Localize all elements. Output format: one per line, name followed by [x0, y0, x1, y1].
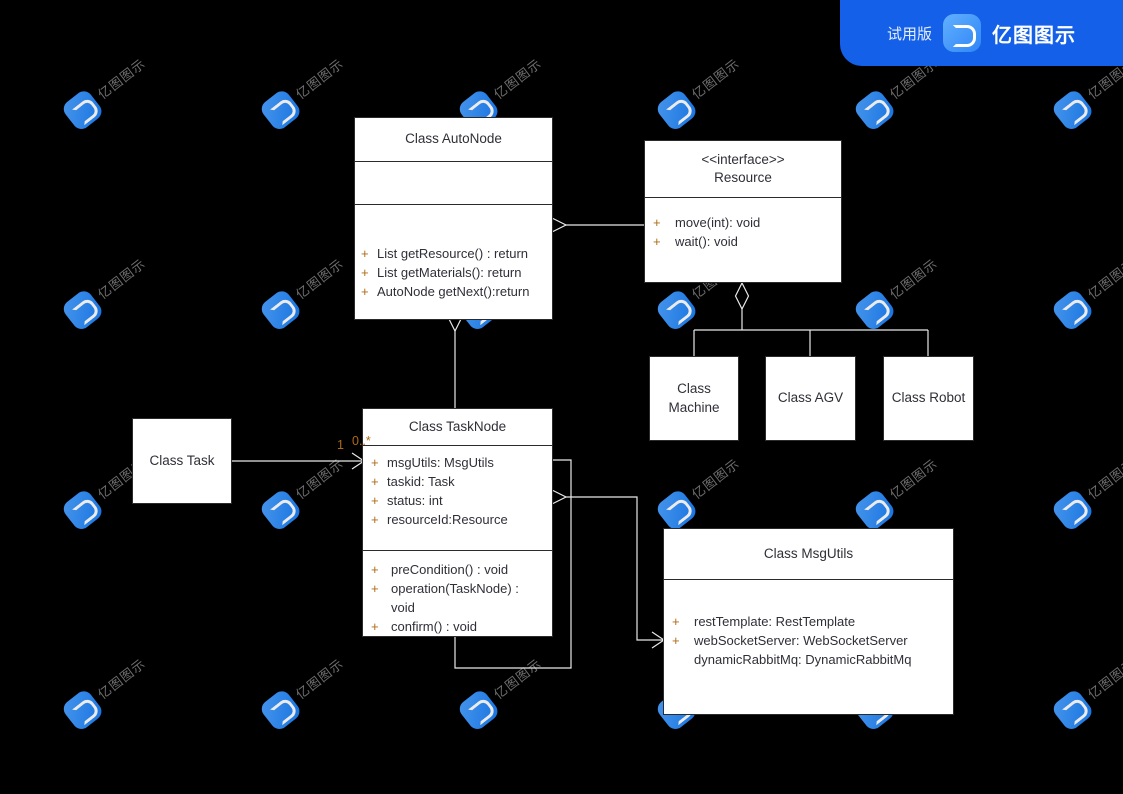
class-title-agv: Class AGV — [777, 390, 844, 406]
method-row: + operation(TaskNode) : void — [371, 580, 546, 618]
class-title-machine: Class Machine — [668, 380, 720, 415]
attribute-label: webSocketServer: WebSocketServer — [694, 632, 908, 648]
visibility-marker: + — [371, 473, 379, 489]
class-title-agv-wrap: Class AGV — [766, 357, 855, 440]
attribute-label: dynamicRabbitMq: DynamicRabbitMq — [694, 651, 912, 667]
class-box-resource[interactable]: <<interface>> Resource + move(int): void… — [644, 140, 842, 283]
visibility-marker: + — [371, 562, 379, 577]
visibility-marker — [672, 651, 694, 670]
class-methods-auto-node: + List getResource() : return + List get… — [355, 204, 552, 321]
attribute-row: + webSocketServer: WebSocketServer — [672, 632, 953, 651]
method-label: AutoNode getNext():return — [377, 283, 530, 299]
edge-label-task-target: 0..* — [352, 434, 371, 448]
visibility-marker: + — [361, 246, 369, 261]
attribute-label: taskid: Task — [387, 473, 455, 489]
attribute-label: resourceId:Resource — [387, 511, 508, 527]
attribute-label: status: int — [387, 492, 443, 508]
visibility-marker: + — [371, 618, 379, 634]
class-attributes-msg-utils: + restTemplate: RestTemplate + webSocket… — [664, 579, 953, 714]
attribute-row: + status: int — [371, 492, 552, 511]
method-label: operation(TaskNode) : void — [391, 580, 519, 615]
class-header-resource: <<interface>> Resource — [645, 141, 841, 197]
trial-label: 试用版 — [886, 24, 932, 43]
trial-banner[interactable]: 试用版 亿图图示 — [840, 0, 1123, 66]
visibility-marker: + — [361, 283, 369, 299]
attribute-label: msgUtils: MsgUtils — [387, 455, 494, 470]
method-row: + List getMaterials(): return — [361, 264, 552, 283]
class-title-task-wrap: Class Task — [133, 419, 231, 503]
class-attributes-auto-node — [355, 161, 552, 204]
visibility-marker: + — [371, 455, 379, 470]
method-label: wait(): void — [675, 233, 738, 249]
class-box-msg-utils[interactable]: Class MsgUtils + restTemplate: RestTempl… — [663, 528, 954, 715]
method-row: + confirm() : void — [371, 618, 546, 637]
attribute-row: + taskid: Task — [371, 473, 552, 492]
method-row: + preCondition() : void — [371, 561, 546, 580]
class-title-msg-utils: Class MsgUtils — [763, 545, 854, 561]
method-label: confirm() : void — [391, 618, 477, 634]
visibility-marker: + — [361, 264, 369, 280]
attribute-row: + msgUtils: MsgUtils — [371, 454, 552, 473]
visibility-marker: + — [371, 492, 379, 508]
method-row: + List getResource() : return — [361, 245, 552, 264]
attribute-row: dynamicRabbitMq: DynamicRabbitMq — [672, 651, 953, 670]
method-row: + move(int): void — [653, 214, 841, 233]
class-title-robot: Class Robot — [891, 390, 966, 406]
method-row: + wait(): void — [653, 233, 841, 252]
class-title-task-node: Class TaskNode — [408, 418, 507, 434]
class-methods-task-node: + preCondition() : void + operation(Task… — [363, 550, 552, 638]
class-box-agv[interactable]: Class AGV — [765, 356, 856, 441]
method-label: move(int): void — [675, 215, 761, 230]
method-label: List getMaterials(): return — [377, 264, 522, 280]
visibility-marker: + — [371, 511, 379, 527]
class-title-task: Class Task — [149, 452, 215, 468]
class-attributes-task-node: + msgUtils: MsgUtils + taskid: Task + st… — [363, 445, 552, 550]
attribute-row: + restTemplate: RestTemplate — [672, 613, 953, 632]
class-title-machine-wrap: Class Machine — [650, 357, 738, 440]
class-stereotype-resource: <<interface>> — [701, 151, 785, 167]
class-title-robot-wrap: Class Robot — [884, 357, 973, 440]
attribute-label: restTemplate: RestTemplate — [694, 614, 856, 629]
attribute-row: + resourceId:Resource — [371, 511, 552, 530]
method-row: + AutoNode getNext():return — [361, 283, 552, 302]
class-title-auto-node: Class AutoNode — [405, 131, 502, 147]
class-methods-resource: + move(int): void + wait(): void — [645, 197, 841, 284]
class-title-resource: Resource — [714, 170, 772, 185]
edge-tasknode-self — [454, 459, 572, 669]
visibility-marker: + — [653, 215, 661, 230]
visibility-marker: + — [653, 233, 661, 249]
class-box-machine[interactable]: Class Machine — [649, 356, 739, 441]
edge-tasknode-msgutils — [553, 496, 663, 641]
class-box-robot[interactable]: Class Robot — [883, 356, 974, 441]
method-label: List getResource() : return — [377, 246, 529, 261]
visibility-marker: + — [672, 614, 680, 629]
visibility-marker: + — [371, 580, 379, 596]
method-label: preCondition() : void — [391, 562, 509, 577]
class-box-task[interactable]: Class Task — [132, 418, 232, 504]
brand-name: 亿图图示 — [992, 22, 1076, 47]
class-box-task-node[interactable]: Class TaskNode + msgUtils: MsgUtils + ta… — [362, 408, 553, 637]
edge-label-task-source: 1 — [337, 438, 344, 452]
edraw-logo-icon — [943, 14, 981, 52]
class-box-auto-node[interactable]: Class AutoNode + List getResource() : re… — [354, 117, 553, 320]
visibility-marker: + — [672, 632, 680, 648]
diamond-resource-tree — [734, 281, 750, 311]
